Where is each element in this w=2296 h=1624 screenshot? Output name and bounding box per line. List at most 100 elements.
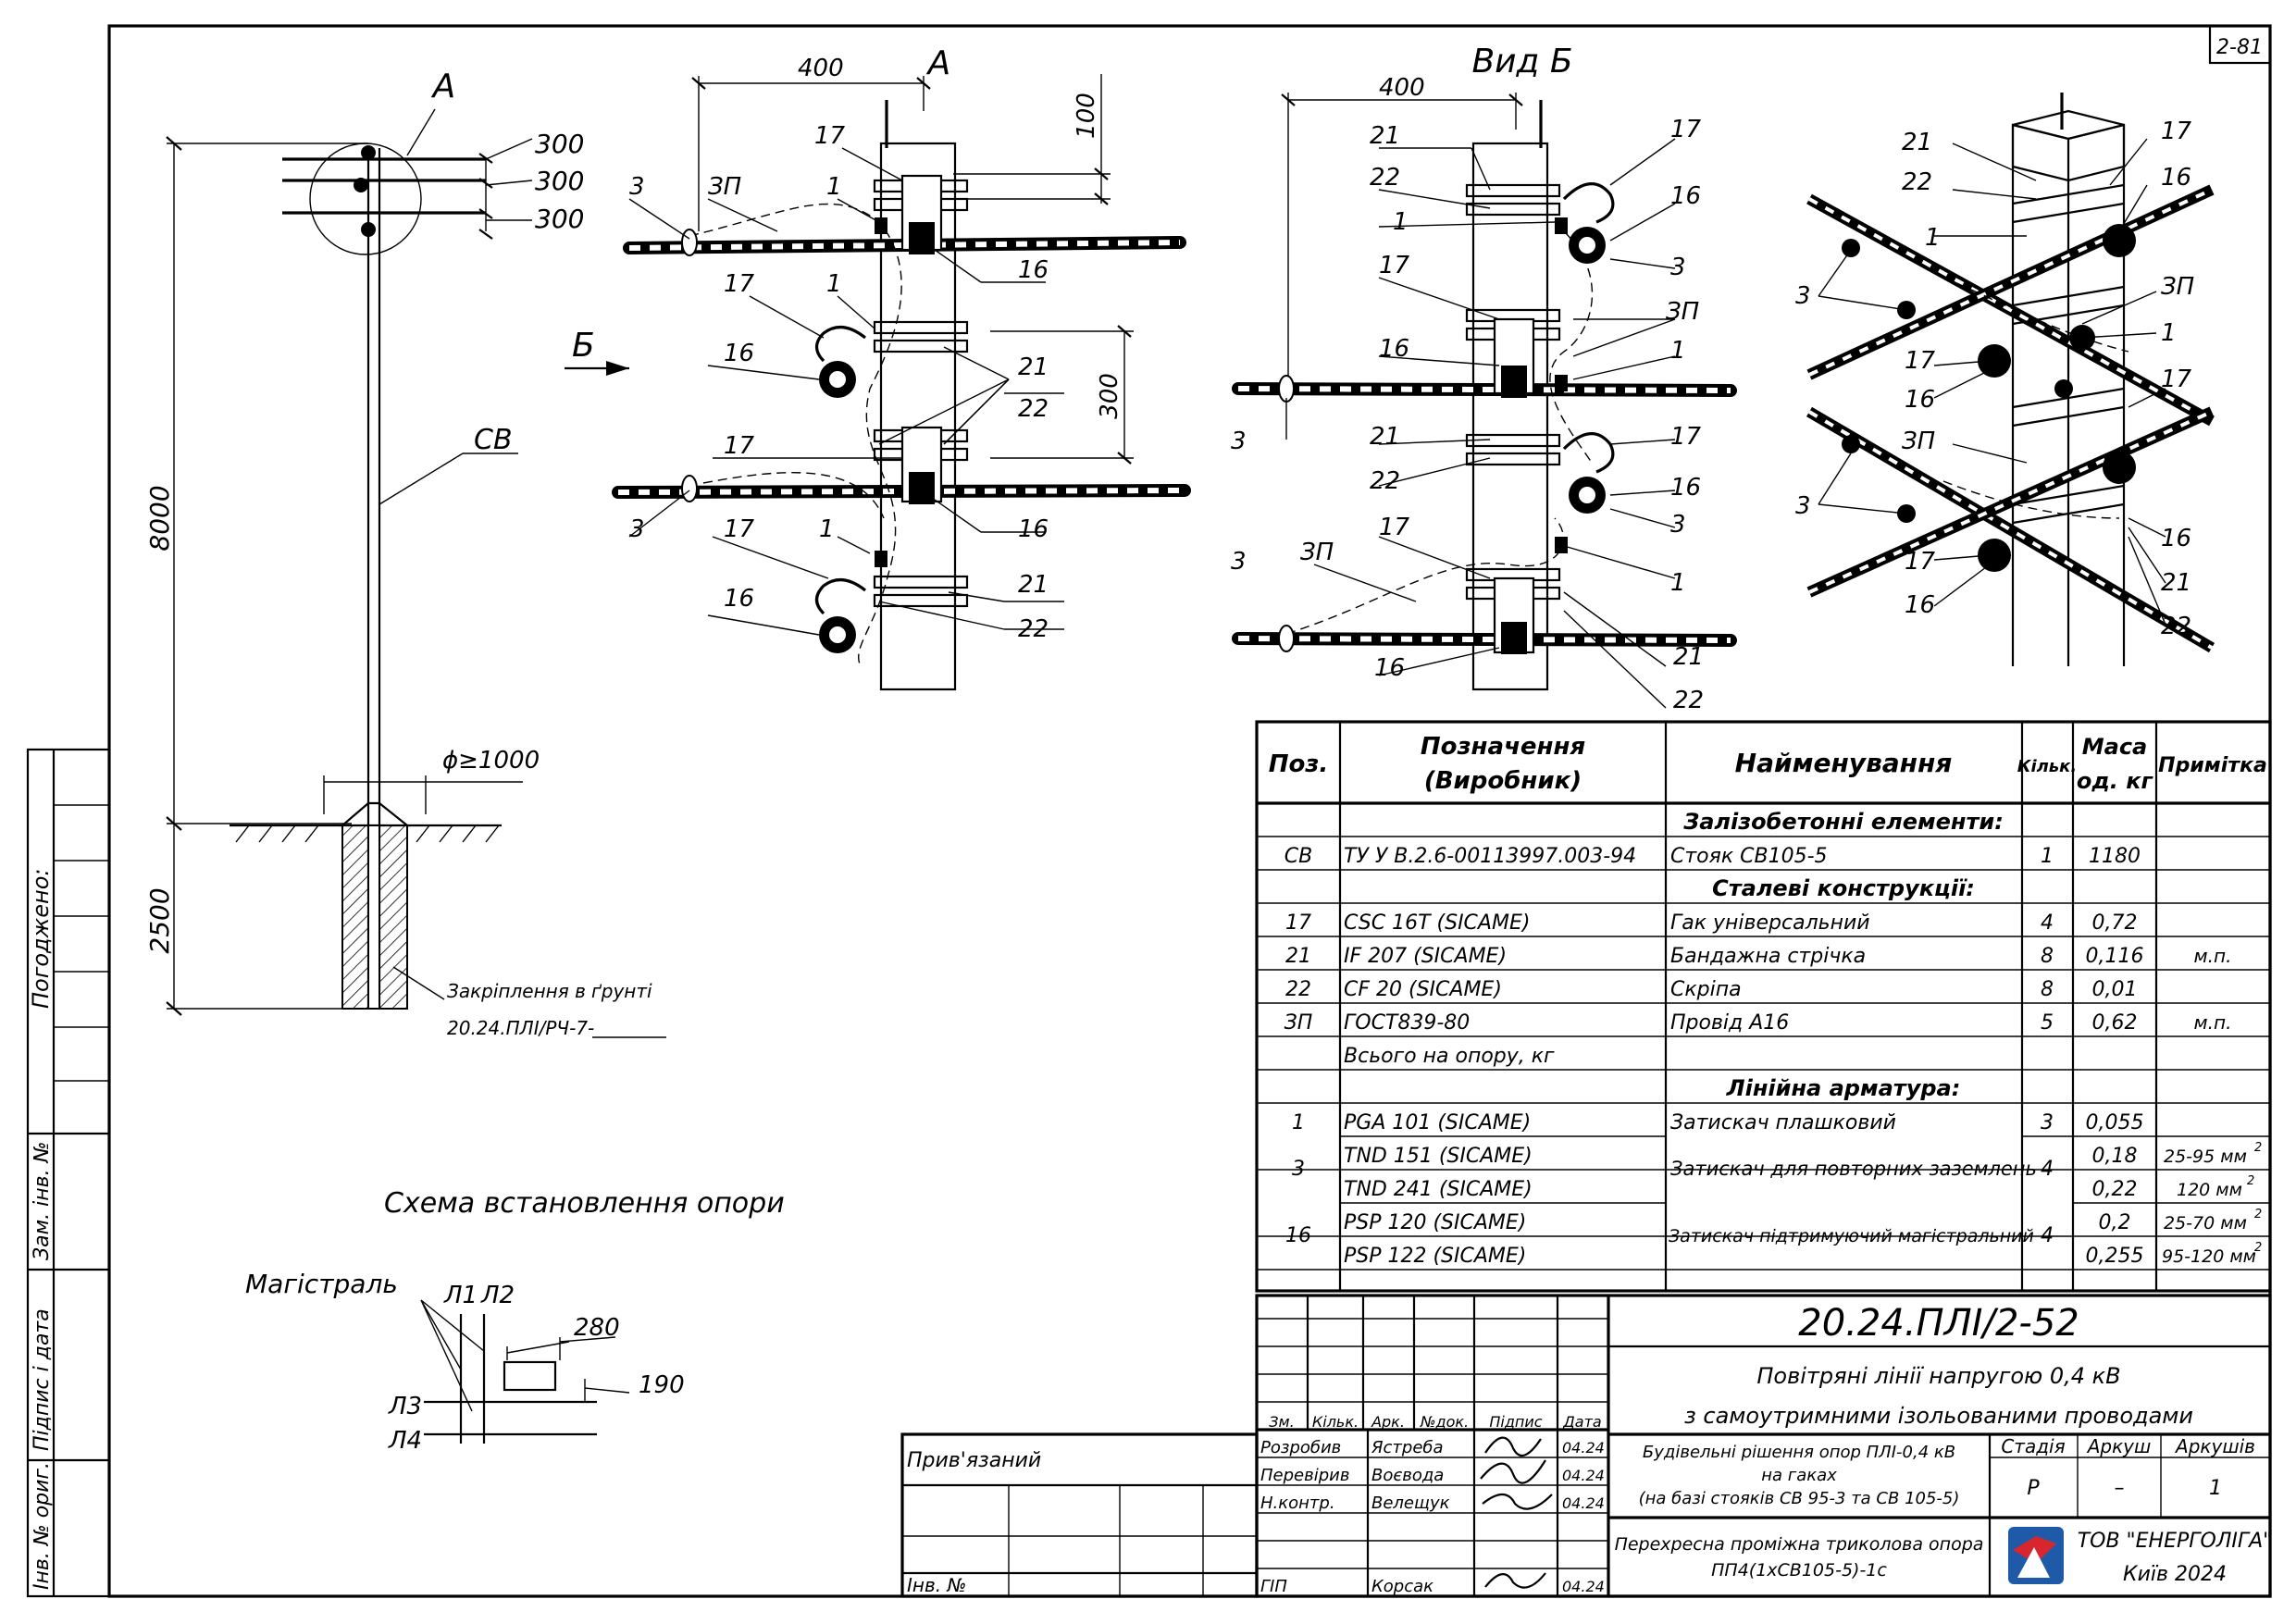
view-b-title: Вид Б <box>1471 43 1572 81</box>
table-row: СВ ТУ У В.2.6-00113997.003-94 Стояк СВ10… <box>1285 845 2141 868</box>
installation-schema: Схема встановлення опори Магістраль Л1 Л… <box>245 1187 785 1455</box>
b-callout-22-bottom: 22 <box>1673 687 1704 714</box>
height-dimension: 8000 <box>144 485 175 551</box>
table-row: 17 CSC 16T (SICAME) Гак універсальний 4 … <box>1285 911 2137 935</box>
sheets-header: Аркушів <box>2174 1435 2255 1457</box>
schema-l4: Л4 <box>388 1427 422 1455</box>
svg-text:Ястреба: Ястреба <box>1371 1438 1444 1457</box>
iso-callout-16-right: 16 <box>2161 525 2191 552</box>
a-callout-21-bottom: 21 <box>1018 571 1049 599</box>
b-callout-16-bottom: 16 <box>1374 654 1405 682</box>
svg-text:25-95 мм: 25-95 мм <box>2164 1147 2247 1167</box>
schema-l2: Л2 <box>480 1282 515 1309</box>
th-mass-1: Маса <box>2082 734 2148 760</box>
a-callout-16-top: 16 <box>1018 256 1049 284</box>
a-callout-22-bottom: 22 <box>1018 615 1049 643</box>
a-callout-17-top: 17 <box>814 122 846 150</box>
svg-text:Затискач підтримуючий магістра: Затискач підтримуючий магістральний <box>1669 1226 2034 1246</box>
person-row: Розробив Ястреба 04.24 <box>1260 1438 1605 1457</box>
svg-text:04.24: 04.24 <box>1562 1494 1605 1512</box>
svg-text:1: 1 <box>2041 845 2054 868</box>
svg-text:Затискач плашковий: Затискач плашковий <box>1670 1111 1896 1134</box>
depth-dimension: 2500 <box>144 887 175 953</box>
schema-main-label: Магістраль <box>245 1269 398 1299</box>
doc-line-2: на гаках <box>1761 1466 1837 1485</box>
spacing-1: 300 <box>535 129 584 159</box>
approved-label: Погоджено: <box>28 869 54 1009</box>
drawing-title-2: ПП4(1хСВ105-5)-1с <box>1711 1560 1887 1581</box>
iso-callout-zp-low: ЗП <box>1902 428 1935 455</box>
schema-l3: Л3 <box>388 1393 422 1420</box>
spacing-3: 300 <box>535 204 584 234</box>
view-a-dim-400: 400 <box>798 55 844 82</box>
company-logo <box>2008 1527 2064 1584</box>
view-a-dim-300: 300 <box>1096 373 1123 419</box>
svg-text:PSP 122 (SICAME): PSP 122 (SICAME) <box>1344 1245 1526 1268</box>
iso-callout-22-right: 22 <box>2161 613 2191 640</box>
a-callout-17-low: 17 <box>724 432 755 460</box>
svg-text:PSP 120 (SICAME): PSP 120 (SICAME) <box>1344 1211 1526 1234</box>
section-steel: Сталеві конструкції: <box>1712 875 1975 901</box>
svg-text:Велещук: Велещук <box>1371 1494 1450 1513</box>
svg-text:4: 4 <box>2041 1224 2054 1247</box>
svg-text:95-120 мм: 95-120 мм <box>2162 1246 2256 1267</box>
b-callout-17-bottom: 17 <box>1379 514 1410 541</box>
col-head: Дата <box>1562 1413 1601 1431</box>
hole-diameter: ϕ≥1000 <box>442 747 540 775</box>
svg-text:Воєвода: Воєвода <box>1371 1466 1444 1485</box>
iso-callout-3-low: 3 <box>1795 492 1811 520</box>
iso-callout-17-low: 17 <box>1905 548 1936 576</box>
iso-callout-17-top: 17 <box>2161 118 2192 145</box>
section-linear: Лінійна арматура: <box>1726 1075 1961 1101</box>
svg-text:0,62: 0,62 <box>2092 1011 2138 1035</box>
view-a-title: А <box>926 44 951 82</box>
iso-callout-16-low: 16 <box>1905 591 1935 619</box>
th-pos: Поз. <box>1269 750 1329 778</box>
b-callout-zp-bottom: ЗП <box>1300 539 1334 566</box>
pole-diagram: А 300 300 300 8000 2500 СВ Б <box>144 68 666 1039</box>
a-callout-3-low: 3 <box>629 515 645 543</box>
th-note: Примітка <box>2158 754 2267 777</box>
left-strip: Погоджено: Зам. інв. № Підпис і дата Інв… <box>26 748 111 1598</box>
svg-text:CSC 16T (SICAME): CSC 16T (SICAME) <box>1344 911 1530 935</box>
svg-text:PGA 101 (SICAME): PGA 101 (SICAME) <box>1344 1111 1531 1134</box>
spacing-2: 300 <box>535 166 584 196</box>
b-callout-16-mid: 16 <box>1379 335 1409 363</box>
inv-orig-label: Інв. № ориг. <box>31 1462 54 1590</box>
title-line-1: Повітряні лінії напругою 0,4 кВ <box>1756 1363 2120 1389</box>
svg-text:ГІП: ГІП <box>1260 1577 1287 1596</box>
b-callout-1-bottom: 1 <box>1670 569 1686 597</box>
b-callout-3-bottom: 3 <box>1231 548 1247 576</box>
a-callout-17-mid: 17 <box>724 270 755 298</box>
svg-text:0,01: 0,01 <box>2092 978 2138 1001</box>
svg-text:3: 3 <box>1292 1158 1305 1181</box>
a-callout-16-mid: 16 <box>724 340 754 367</box>
b-callout-21-mid: 21 <box>1370 423 1400 451</box>
title-line-2: з самоутримними ізольованими проводами <box>1684 1403 2193 1429</box>
svg-text:1180: 1180 <box>2089 845 2141 868</box>
b-callout-17-low: 17 <box>1670 423 1702 451</box>
svg-text:IF 207 (SICAME): IF 207 (SICAME) <box>1344 945 1507 968</box>
col-head: Арк. <box>1371 1413 1405 1431</box>
view-a-dim-100: 100 <box>1073 93 1100 139</box>
svg-text:ГОСТ839-80: ГОСТ839-80 <box>1344 1011 1470 1035</box>
a-callout-16-low: 16 <box>1018 515 1049 543</box>
iso-callout-1-top: 1 <box>1925 224 1941 252</box>
drawing-title-1: Перехресна проміжна триколова опора <box>1615 1534 1984 1555</box>
fixing-label-2: 20.24.ПЛІ/РЧ-7- <box>447 1017 594 1039</box>
iso-callout-3-top: 3 <box>1795 282 1811 310</box>
svg-text:8: 8 <box>2041 945 2054 968</box>
iso-callout-1-mid: 1 <box>2161 319 2177 347</box>
fixing-label-1: Закріплення в ґрунті <box>447 980 652 1002</box>
table-row: ЗП ГОСТ839-80 Провід А16 5 0,62 м.п. <box>1285 1011 2232 1035</box>
sheet-number: 2-81 <box>2216 36 2263 59</box>
svg-text:04.24: 04.24 <box>1562 1467 1605 1484</box>
iso-callout-17-right: 17 <box>2161 366 2192 393</box>
svg-text:25-70 мм: 25-70 мм <box>2164 1213 2247 1233</box>
svg-text:ТУ У В.2.6-00113997.003-94: ТУ У В.2.6-00113997.003-94 <box>1344 845 1636 868</box>
svg-text:2: 2 <box>2254 1141 2262 1155</box>
title-block: Прив'язаний Інв. № Зм. Кільк. Арк. №док.… <box>900 1294 2272 1598</box>
schema-l1: Л1 <box>443 1282 478 1309</box>
svg-text:Стояк СВ105-5: Стояк СВ105-5 <box>1670 845 1828 868</box>
svg-text:2: 2 <box>2247 1174 2254 1188</box>
